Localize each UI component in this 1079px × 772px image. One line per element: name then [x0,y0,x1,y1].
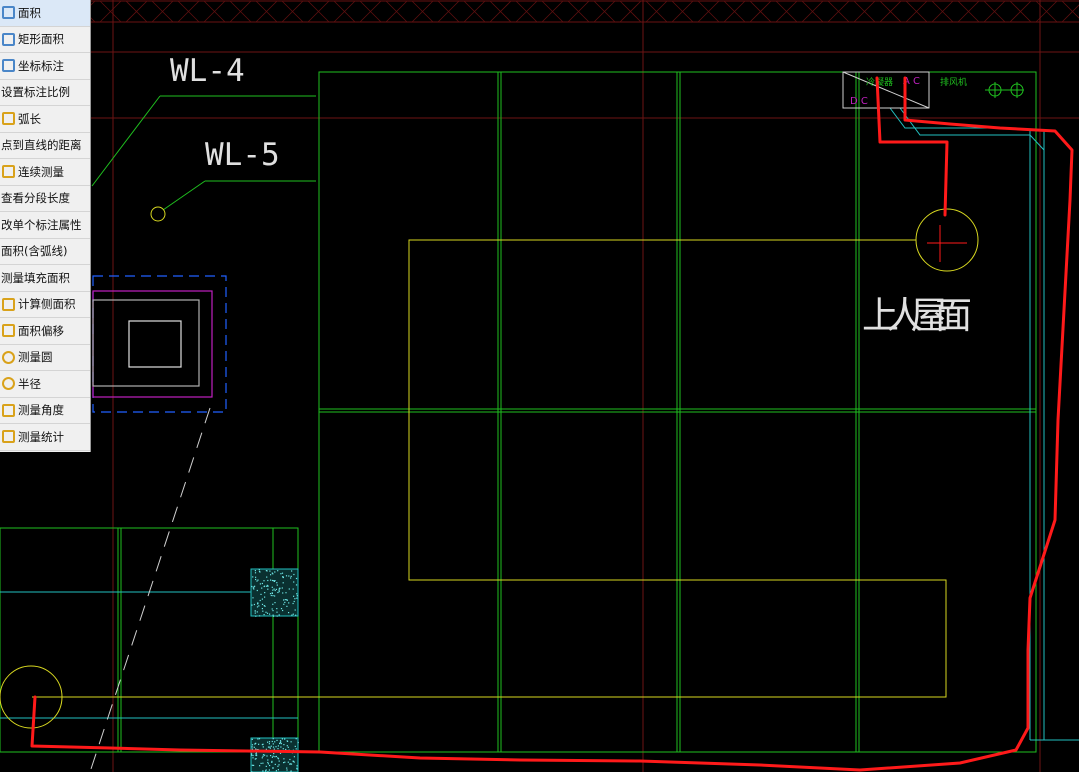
red-route-annotation [30,76,1074,772]
menu-item-label: 面积偏移 [18,323,64,338]
menu-item-label: 测量圆 [18,350,53,365]
menu-item-label: 连续测量 [18,164,64,179]
ac-label-top: A C [903,76,920,87]
condenser-label: 冷凝器 [866,76,893,88]
menu-item-label: 设置标注比例 [1,85,70,100]
statistics-icon [2,430,15,444]
measure-circle-icon [2,350,15,364]
menu-item-0[interactable]: 面积 [0,0,90,27]
ac-unit-box [842,71,1024,109]
side-area-icon [2,297,15,311]
menu-item-14[interactable]: 半径 [0,371,90,398]
menu-item-10[interactable]: 测量填充面积 [0,265,90,292]
angle-icon [2,403,15,417]
fan-label: 排风机 [940,76,967,88]
menu-item-label: 矩形面积 [18,32,64,47]
menu-item-label: 测量角度 [18,403,64,418]
diagonal-dashed-line [89,407,211,772]
menu-item-7[interactable]: 查看分段长度 [0,186,90,212]
menu-item-label: 面积(含弧线) [1,244,68,259]
menu-item-13[interactable]: 测量圆 [0,345,90,371]
wl5-label: WL-5 [205,137,280,173]
menu-item-label: 改单个标注属性 [1,217,82,232]
measure-tools-menu: 面积矩形面积坐标标注设置标注比例弧长点到直线的距离连续测量查看分段长度改单个标注… [0,0,91,452]
area-icon [2,6,15,20]
menu-item-8[interactable]: 改单个标注属性 [0,212,90,239]
arc-icon [2,112,15,126]
menu-item-label: 计算侧面积 [18,297,76,312]
area-offset-icon [2,324,15,338]
menu-item-2[interactable]: 坐标标注 [0,53,90,80]
left-equipment-rect [92,275,227,413]
menu-item-label: 测量填充面积 [1,270,70,285]
menu-item-12[interactable]: 面积偏移 [0,318,90,345]
room-grid [0,71,1037,753]
menu-item-label: 点到直线的距离 [1,138,82,153]
circle-crosshairs [927,225,967,262]
menu-item-5[interactable]: 点到直线的距离 [0,133,90,159]
wl4-label: WL-4 [170,53,245,89]
ac-label-bottom: D C [850,96,868,107]
menu-item-6[interactable]: 连续测量 [0,159,90,186]
menu-item-9[interactable]: 面积(含弧线) [0,239,90,265]
menu-item-label: 半径 [18,376,41,391]
menu-item-4[interactable]: 弧长 [0,106,90,133]
radius-icon [2,377,15,391]
continuous-measure-icon [2,165,15,179]
rect-area-icon [2,32,15,46]
menu-item-16[interactable]: 测量统计 [0,424,90,451]
roof-label: 上人屋面 [862,294,972,337]
menu-item-11[interactable]: 计算侧面积 [0,292,90,318]
menu-item-3[interactable]: 设置标注比例 [0,80,90,106]
menu-item-label: 测量统计 [18,429,64,444]
stipple-pads [250,568,299,772]
menu-item-label: 面积 [18,5,41,20]
coordinate-icon [2,59,15,73]
cyan-pipes [0,107,1079,741]
menu-item-label: 弧长 [18,111,41,126]
menu-item-label: 查看分段长度 [1,191,70,206]
top-hatch-band [0,0,1079,23]
menu-item-1[interactable]: 矩形面积 [0,27,90,53]
menu-item-label: 坐标标注 [18,58,64,73]
yellow-outline [0,206,979,729]
menu-item-15[interactable]: 测量角度 [0,398,90,424]
